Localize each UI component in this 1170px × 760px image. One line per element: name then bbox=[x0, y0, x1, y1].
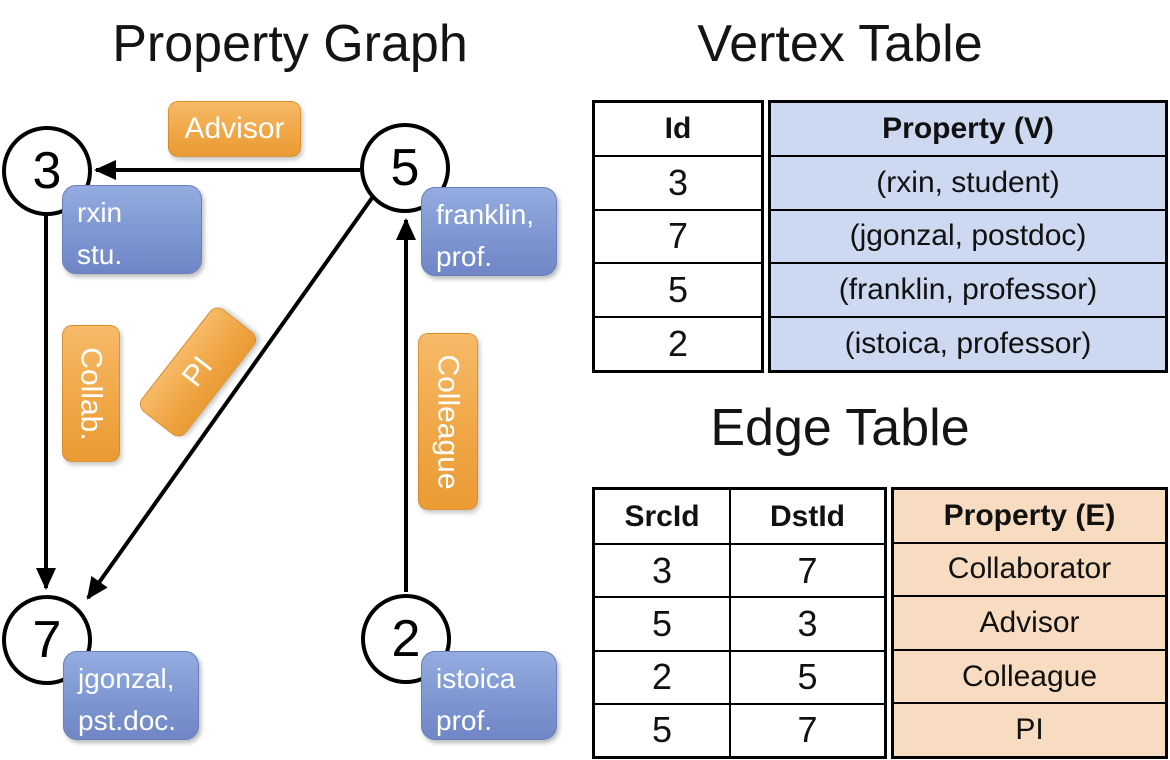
table-cell: 5 bbox=[595, 596, 729, 649]
property-graph-title: Property Graph bbox=[112, 15, 468, 73]
edge-label-colleague: Colleague bbox=[418, 333, 478, 510]
edge-pi-5-to-7 bbox=[86, 196, 374, 600]
table-cell: 2 bbox=[595, 649, 729, 703]
edge-table-property-column: Property (E) Collaborator Advisor Collea… bbox=[891, 487, 1168, 759]
vertex-id: 3 bbox=[32, 142, 62, 200]
table-cell: 3 bbox=[729, 596, 884, 650]
table-cell: 5 bbox=[595, 262, 761, 316]
table-cell: 7 bbox=[729, 543, 884, 597]
property-line: stu. bbox=[77, 239, 123, 270]
table-cell: 5 bbox=[595, 702, 729, 756]
vertex-property-box-2: istoica prof. bbox=[421, 651, 557, 740]
vertex-table-id-column: Id 3 7 5 2 bbox=[592, 100, 764, 373]
edge-label-advisor: Advisor bbox=[168, 101, 301, 157]
edge-label-collab: Collab. bbox=[62, 325, 120, 462]
table-cell: 5 bbox=[729, 649, 884, 703]
table-cell: Advisor bbox=[894, 595, 1165, 649]
vertex-id: 7 bbox=[32, 611, 62, 669]
edge-label-text: Colleague bbox=[432, 353, 466, 490]
property-line: prof. bbox=[436, 241, 493, 272]
property-line: istoica bbox=[436, 663, 516, 694]
table-cell: PI bbox=[894, 702, 1165, 756]
edge-label-text: Advisor bbox=[184, 112, 285, 145]
property-line: franklin, bbox=[436, 199, 535, 230]
edge-table-id-columns: SrcId DstId 3 7 5 3 2 5 5 7 bbox=[592, 487, 887, 759]
vertex-property-box-3: rxin stu. bbox=[62, 185, 202, 274]
column-header: DstId bbox=[729, 490, 884, 544]
table-cell: (jgonzal, postdoc) bbox=[771, 208, 1165, 263]
column-header: SrcId bbox=[624, 499, 700, 533]
table-cell: 3 bbox=[595, 154, 761, 209]
property-line: pst.doc. bbox=[78, 705, 177, 736]
vertex-table-title: Vertex Table bbox=[697, 15, 983, 73]
property-line: prof. bbox=[436, 705, 493, 736]
column-header: Property (V) bbox=[882, 111, 1054, 145]
table-cell: 2 bbox=[595, 316, 761, 370]
vertex-node-3: 3 bbox=[2, 126, 92, 216]
table-cell: 7 bbox=[595, 208, 761, 263]
vertex-id: 2 bbox=[391, 610, 421, 668]
edge-table-title: Edge Table bbox=[710, 399, 970, 457]
column-header: Id bbox=[664, 111, 692, 145]
table-cell: 7 bbox=[729, 702, 884, 756]
vertex-property-box-7: jgonzal, pst.doc. bbox=[63, 651, 199, 740]
table-cell: Collaborator bbox=[894, 541, 1165, 596]
property-line: jgonzal, bbox=[78, 663, 175, 694]
property-line: rxin bbox=[77, 197, 123, 228]
vertex-table-property-column: Property (V) (rxin, student) (jgonzal, p… bbox=[768, 100, 1168, 373]
edge-label-text: PI bbox=[175, 350, 220, 394]
table-cell: (rxin, student) bbox=[771, 154, 1165, 209]
vertex-id: 5 bbox=[390, 139, 420, 197]
table-cell: (istoica, professor) bbox=[771, 316, 1165, 370]
vertex-property-box-5: franklin, prof. bbox=[421, 187, 557, 276]
table-cell: (franklin, professor) bbox=[771, 262, 1165, 316]
table-cell: Colleague bbox=[894, 648, 1165, 703]
table-cell: 3 bbox=[595, 543, 729, 596]
edge-label-text: Collab. bbox=[75, 346, 109, 441]
column-header: Property (E) bbox=[943, 498, 1116, 532]
